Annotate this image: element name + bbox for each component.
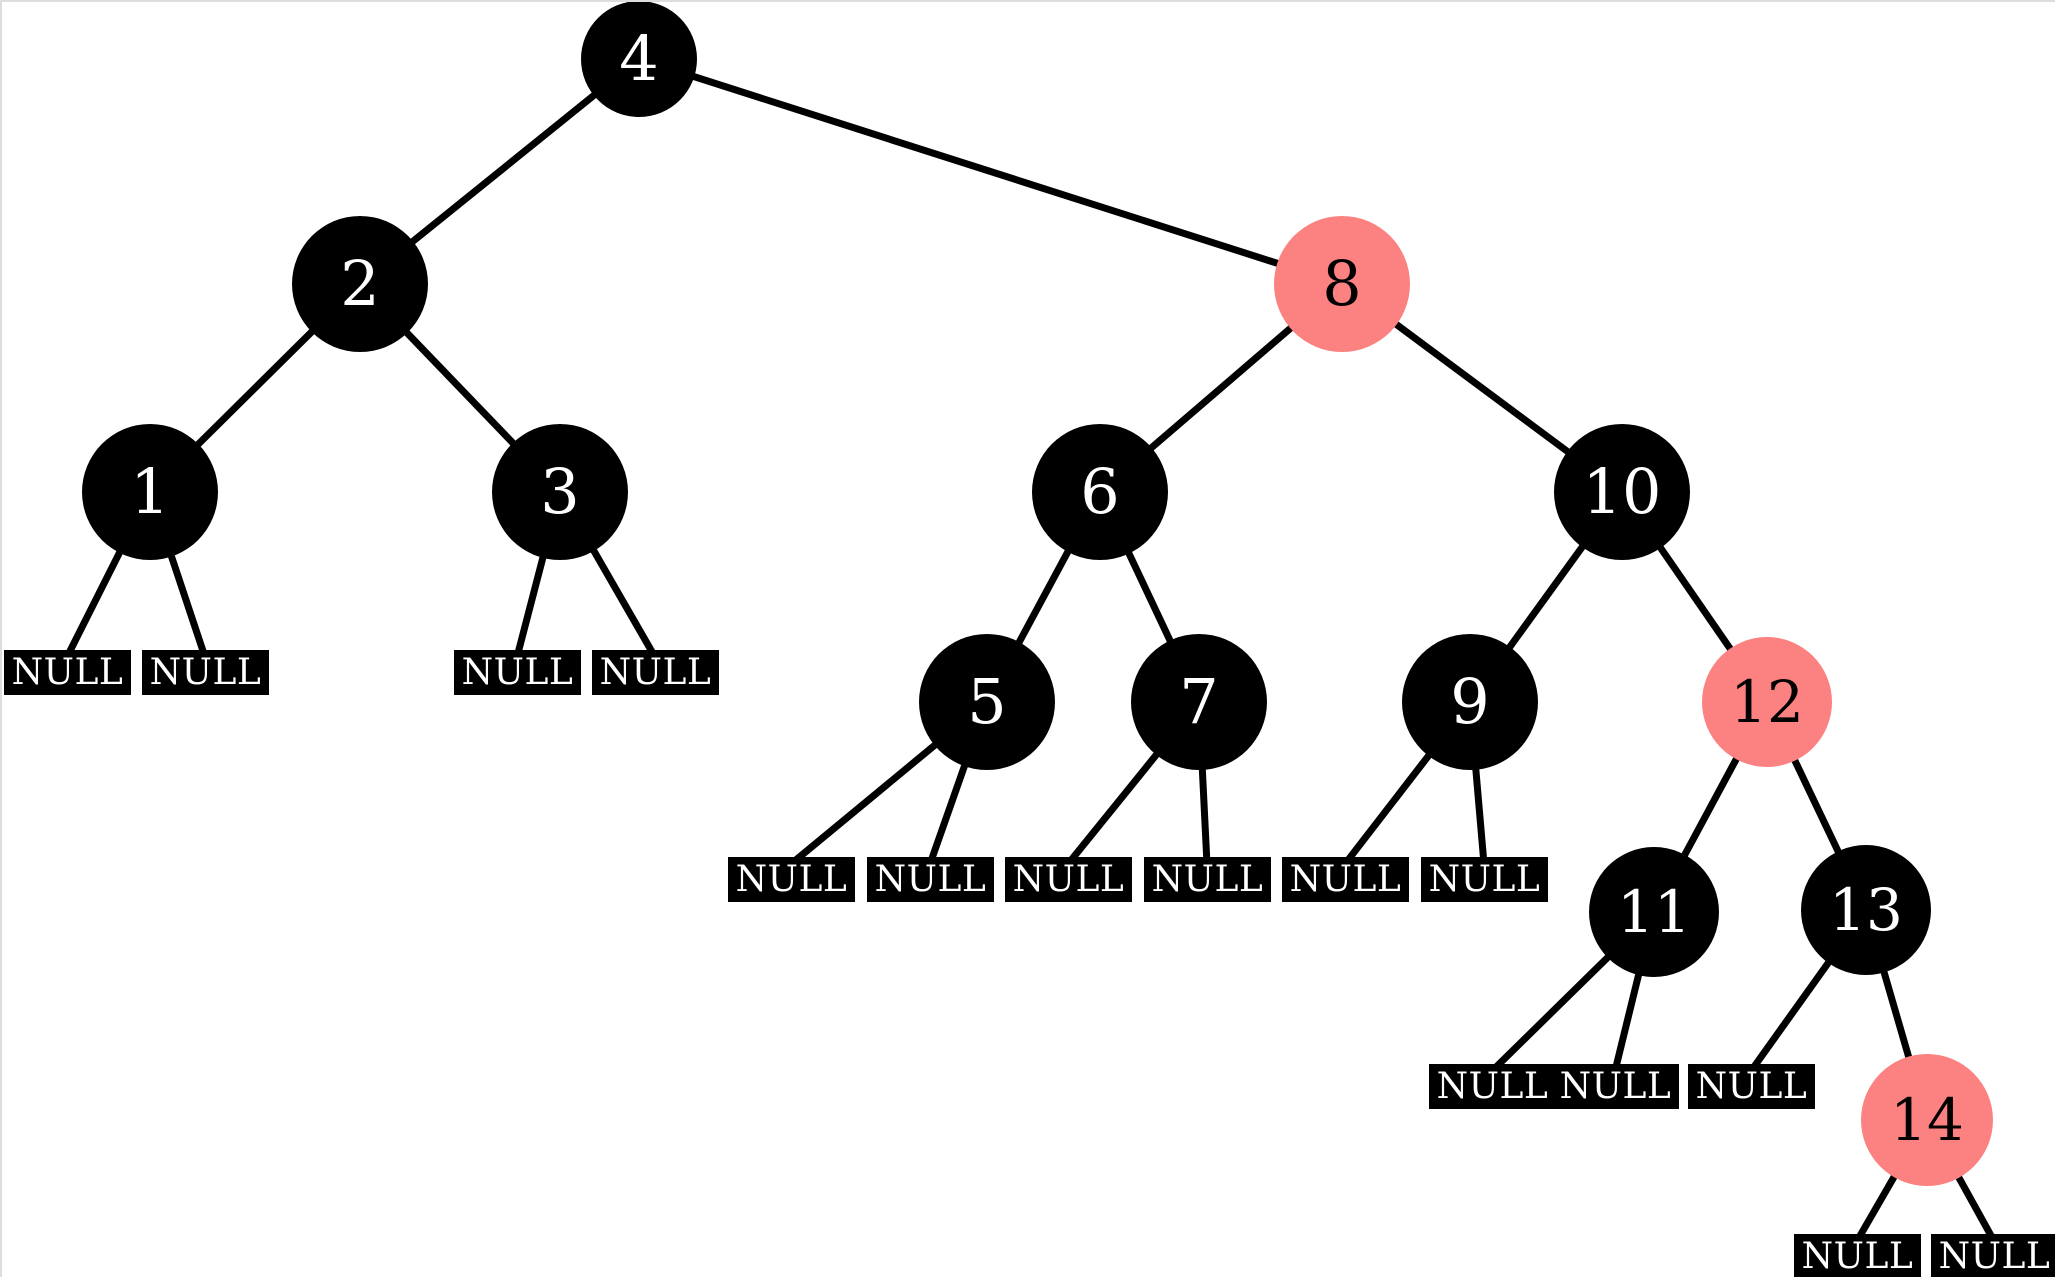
tree-node-label: 12 <box>1730 668 1804 736</box>
null-leaf-n11-left: NULL <box>1429 1064 1556 1109</box>
null-leaf-n9-right: NULL <box>1421 857 1548 902</box>
null-leaf-label: NULL <box>735 859 848 900</box>
tree-node-6[interactable]: 6 <box>1032 424 1168 560</box>
null-leaf-n5-right: NULL <box>867 857 994 902</box>
null-leaf-label: NULL <box>1151 859 1264 900</box>
tree-node-8[interactable]: 8 <box>1274 216 1410 352</box>
tree-node-label: 4 <box>619 22 659 95</box>
null-leaf-label: NULL <box>149 652 262 693</box>
null-leaf-label: NULL <box>11 652 124 693</box>
tree-node-label: 5 <box>967 665 1007 738</box>
null-leaf-label: NULL <box>1012 859 1125 900</box>
tree-node-12[interactable]: 12 <box>1702 637 1832 767</box>
tree-node-label: 8 <box>1322 247 1362 320</box>
null-leaf-n9-left: NULL <box>1282 857 1409 902</box>
null-leaf-label: NULL <box>1559 1066 1672 1107</box>
tree-node-label: 1 <box>130 455 170 528</box>
tree-node-13[interactable]: 13 <box>1801 845 1931 975</box>
null-leaf-label: NULL <box>1938 1236 2051 1277</box>
null-leaf-n3-right: NULL <box>592 650 719 695</box>
tree-node-label: 3 <box>540 455 580 528</box>
tree-node-4[interactable]: 4 <box>581 2 697 117</box>
null-leaf-n11-right: NULL <box>1552 1064 1679 1109</box>
tree-node-label: 13 <box>1829 876 1903 944</box>
null-leaf-n1-left: NULL <box>4 650 131 695</box>
null-leaf-n5-left: NULL <box>728 857 855 902</box>
tree-node-1[interactable]: 1 <box>82 424 218 560</box>
null-leaf-n7-right: NULL <box>1144 857 1271 902</box>
tree-node-label: 2 <box>340 247 380 320</box>
tree-node-label: 10 <box>1582 455 1662 528</box>
tree-node-7[interactable]: 7 <box>1131 634 1267 770</box>
tree-node-label: 7 <box>1179 665 1219 738</box>
null-leaf-label: NULL <box>1436 1066 1549 1107</box>
null-leaf-label: NULL <box>1428 859 1541 900</box>
null-leaf-n14-left: NULL <box>1794 1234 1921 1277</box>
null-leaf-label: NULL <box>874 859 987 900</box>
null-leaf-n14-right: NULL <box>1931 1234 2055 1277</box>
tree-node-9[interactable]: 9 <box>1402 634 1538 770</box>
null-leaf-label: NULL <box>1801 1236 1914 1277</box>
null-leaf-n13-left: NULL <box>1688 1064 1815 1109</box>
tree-node-14[interactable]: 14 <box>1861 1054 1993 1186</box>
tree-node-3[interactable]: 3 <box>492 424 628 560</box>
null-leaf-label: NULL <box>1289 859 1402 900</box>
tree-node-11[interactable]: 11 <box>1589 847 1719 977</box>
tree-node-label: 11 <box>1617 878 1691 946</box>
tree-node-label: 14 <box>1890 1086 1964 1154</box>
null-leaf-n3-left: NULL <box>454 650 581 695</box>
tree-node-2[interactable]: 2 <box>292 216 428 352</box>
tree-edge-n4-n8 <box>637 55 1344 288</box>
null-leaf-n7-left: NULL <box>1005 857 1132 902</box>
null-leaf-label: NULL <box>461 652 574 693</box>
null-leaf-n1-right: NULL <box>142 650 269 695</box>
tree-node-label: 6 <box>1080 455 1120 528</box>
null-leaf-label: NULL <box>599 652 712 693</box>
tree-node-label: 9 <box>1450 665 1490 738</box>
null-leaf-label: NULL <box>1695 1066 1808 1107</box>
tree-node-5[interactable]: 5 <box>919 634 1055 770</box>
tree-node-10[interactable]: 10 <box>1554 424 1690 560</box>
